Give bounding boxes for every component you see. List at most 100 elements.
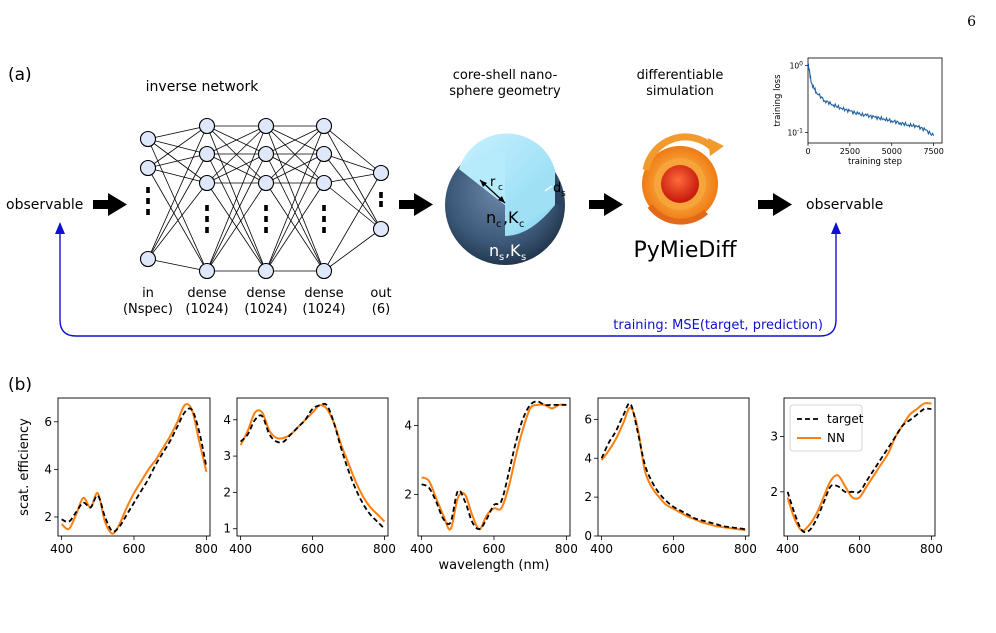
svg-text:n: n (486, 208, 496, 227)
target-line (786, 407, 932, 534)
legend-box (789, 404, 863, 452)
network-node (198, 174, 216, 192)
network-edge (323, 153, 382, 230)
x-tick-label: 800 (195, 542, 218, 556)
y-tick-label: 2 (770, 485, 778, 499)
x-tick-label: 600 (123, 542, 146, 556)
target-line (421, 400, 567, 531)
panel-a-label: (a) (8, 65, 32, 85)
x-tick-label: 600 (848, 542, 871, 556)
svg-text:K: K (508, 208, 519, 227)
layer-in-size: (Nspec) (123, 302, 173, 317)
x-tick-label: 800 (373, 542, 396, 556)
network-node (198, 145, 216, 163)
y-tick-label: 2 (223, 485, 231, 499)
x-tick-label: 600 (483, 542, 506, 556)
network-node (372, 220, 390, 238)
network-node (198, 117, 216, 135)
output-observable-label: observable (806, 197, 883, 213)
network-node (315, 174, 333, 192)
nn-prediction-line (421, 403, 567, 531)
ellipsis-dot (322, 227, 326, 233)
ellipsis-dot (322, 216, 326, 222)
pymiediff-logo-icon (642, 133, 724, 225)
network-edge (323, 125, 382, 174)
core-radius-label: r (490, 175, 496, 190)
x-tick-label: 400 (590, 542, 613, 556)
x-axis-label: wavelength (nm) (439, 558, 550, 573)
network-edge (323, 125, 382, 230)
y-tick-label: 100 (790, 61, 804, 71)
svg-text:,: , (503, 208, 508, 227)
layer-out-size: (6) (372, 302, 390, 317)
y-tick-label: 3 (223, 449, 231, 463)
nn-prediction-line (60, 403, 208, 535)
network-edge (147, 138, 208, 155)
network-edge (147, 125, 208, 140)
network-node (372, 164, 390, 182)
ellipsis-dot (322, 205, 326, 211)
network-nodes (139, 117, 390, 280)
network-node (257, 145, 275, 163)
ellipsis-dot (205, 227, 209, 233)
core-radius-subscript: c (498, 183, 503, 193)
ellipsis-dot (205, 216, 209, 222)
nn-prediction-line (239, 404, 386, 523)
network-edge (265, 125, 325, 272)
svg-text:s: s (499, 252, 504, 263)
network-edge (206, 153, 267, 272)
core-material-label: n c , K c (486, 208, 525, 230)
network-edge (147, 153, 208, 260)
axes-frame (417, 397, 571, 537)
axes-frame (57, 397, 211, 537)
network-title: inverse network (146, 79, 260, 95)
shell-thickness-subscript: s (561, 189, 566, 199)
layer-dense-2-label: dense (246, 286, 285, 301)
y-tick-label: 4 (44, 462, 52, 476)
ellipsis-dot (146, 198, 150, 204)
x-tick-label: 0 (805, 147, 810, 156)
network-edge (147, 182, 208, 260)
legend-target-label: target (827, 412, 864, 426)
network-edge (323, 172, 382, 184)
arrow-to-network (93, 193, 127, 216)
y-axis-label: scat. efficiency (17, 418, 32, 516)
geometry-title-line2: sphere geometry (449, 84, 561, 99)
training-feedback-loop (55, 222, 841, 337)
input-observable-label: observable (6, 197, 83, 213)
svg-text:c: c (519, 219, 525, 230)
network-edge (147, 167, 208, 272)
network-edge (323, 172, 382, 272)
inset-x-label: training step (848, 157, 902, 167)
x-tick-label: 800 (734, 542, 757, 556)
network-edge (265, 153, 325, 272)
layer-dense-1-label: dense (187, 286, 226, 301)
x-tick-label: 600 (301, 542, 324, 556)
x-tick-label: 800 (920, 542, 943, 556)
simulation-title-line2: simulation (646, 84, 714, 99)
y-tick-label: 6 (44, 415, 52, 429)
svg-text:c: c (496, 219, 502, 230)
x-tick-label: 600 (662, 542, 685, 556)
x-tick-label: 400 (410, 542, 433, 556)
network-ellipsis (146, 187, 383, 233)
panel-b-label: (b) (8, 375, 32, 395)
y-tick-label: 2 (404, 488, 412, 502)
y-tick-label: 0 (584, 529, 592, 543)
core-shell-sphere: r c d s n c , K c n s , K s (445, 133, 566, 265)
y-tick-label: 2 (584, 490, 592, 504)
ellipsis-dot (205, 205, 209, 211)
y-tick-label: 10-1 (787, 128, 803, 138)
geometry-title-line1: core-shell nano- (453, 68, 558, 83)
training-loss-line (807, 62, 935, 137)
shell-thickness-label: d (553, 181, 561, 196)
pymiediff-logo-text: PyMieDiff (633, 238, 737, 263)
ellipsis-dot (146, 209, 150, 215)
ellipsis-dot (379, 192, 383, 198)
